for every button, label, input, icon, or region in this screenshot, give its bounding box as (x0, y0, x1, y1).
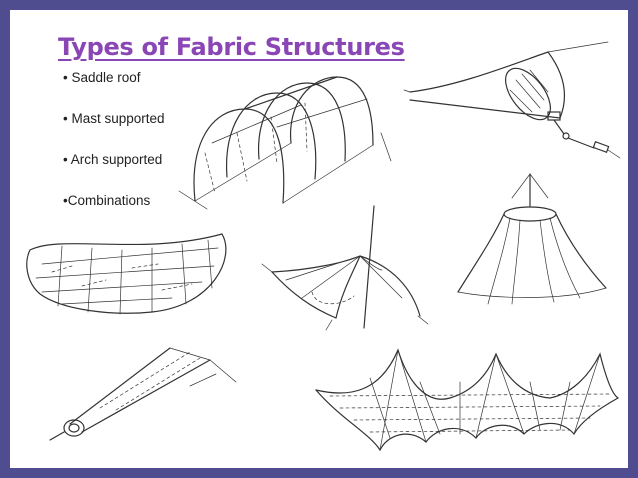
saddle-sketch (403, 41, 621, 159)
bullet-mast-supported: • Mast supported (63, 111, 165, 126)
slide: Types of Fabric Structures • Saddle roof… (10, 10, 628, 468)
arch-sketch (167, 73, 403, 210)
bullet-arch-supported: • Arch supported (63, 152, 163, 167)
ring-mast-sketch (457, 173, 607, 305)
mast-sketch (261, 205, 429, 331)
bullet-combinations: •Combinations (63, 193, 151, 208)
pillow-sketch (26, 233, 227, 315)
slide-title: Types of Fabric Structures (58, 33, 405, 61)
bullet-saddle-roof: • Saddle roof (63, 70, 141, 85)
bullet-list: • Saddle roof • Mast supported • Arch su… (63, 70, 243, 234)
cable-sketch (49, 347, 237, 441)
multi-peak-sketch (315, 348, 619, 452)
